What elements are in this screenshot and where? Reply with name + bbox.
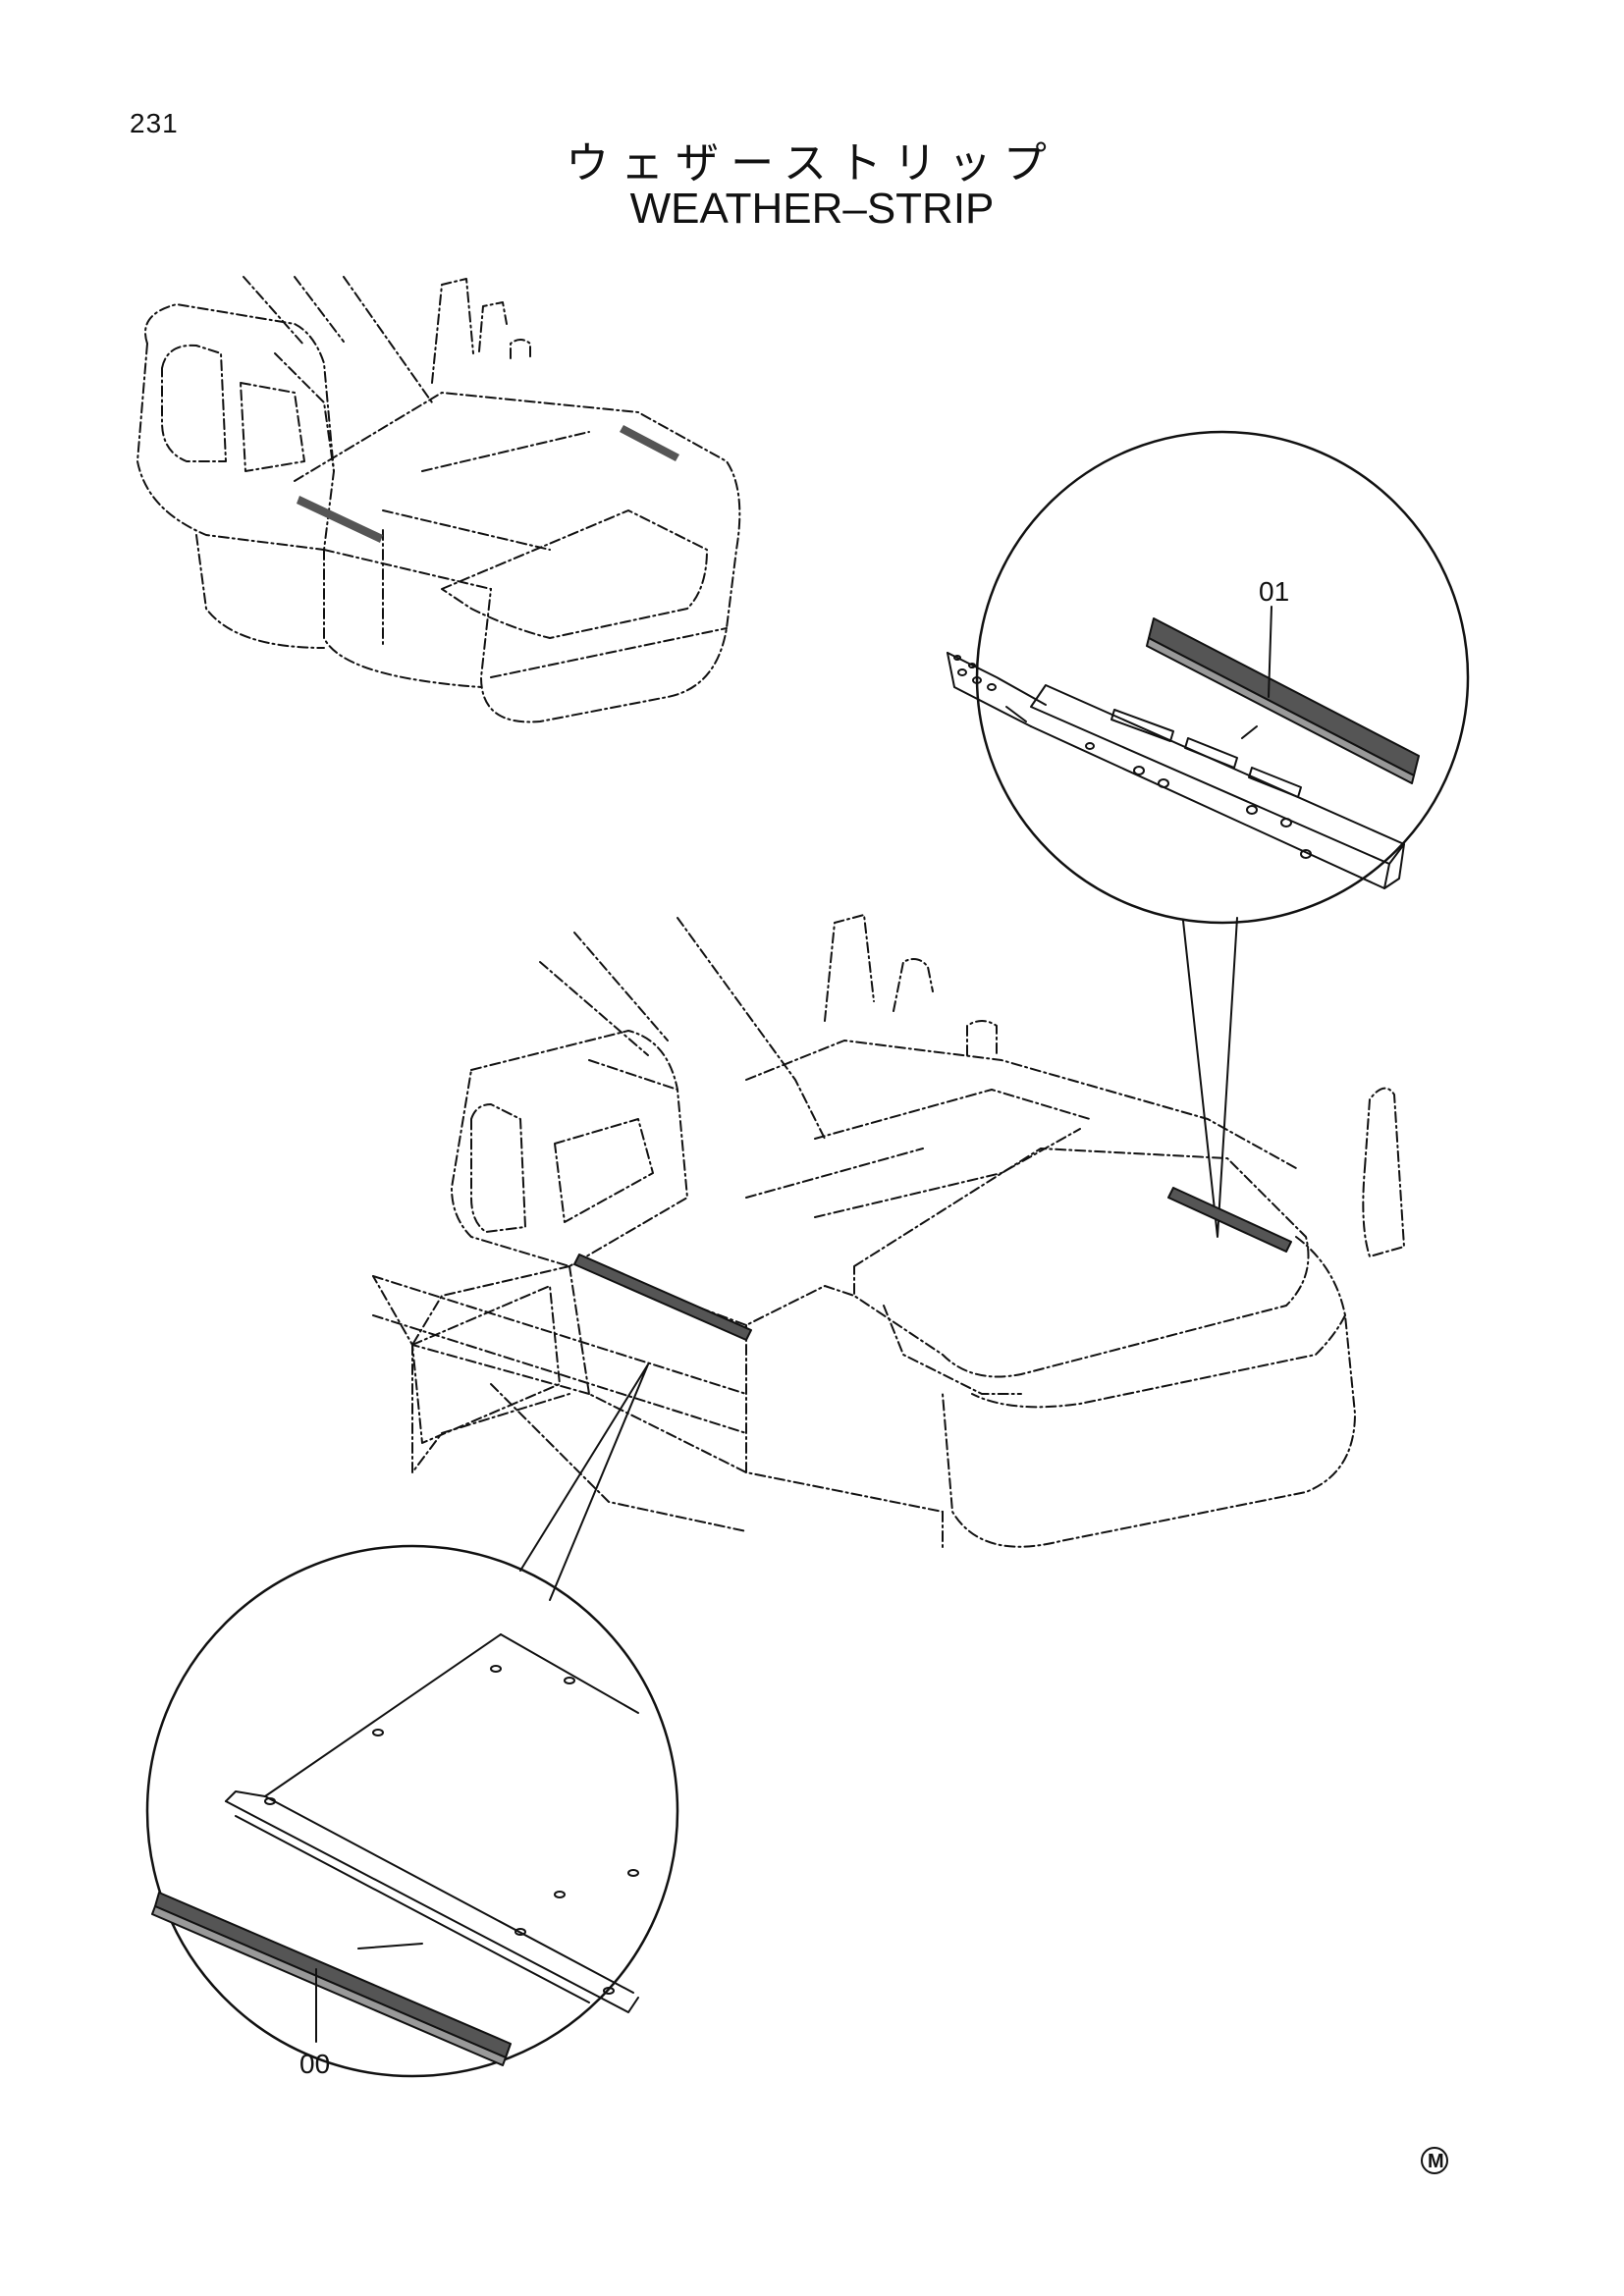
leader-01-plate	[1241, 725, 1258, 739]
leader-lower	[519, 1363, 649, 1601]
callout-00: 00	[299, 2049, 330, 2079]
overview-strip-rear	[620, 425, 679, 461]
main-machine	[372, 914, 1405, 1552]
main-strip-front	[573, 1254, 752, 1341]
strip-00	[151, 1892, 512, 2066]
overview-machine	[136, 276, 741, 723]
callout-01: 01	[1259, 576, 1289, 607]
title-english: WEATHER–STRIP	[629, 185, 995, 233]
title-japanese: ウェザーストリップ	[566, 138, 1058, 188]
strip-01	[1146, 617, 1420, 784]
overview-strip-front	[297, 496, 383, 543]
upper-detail-plate	[947, 652, 1405, 889]
page-number: 231	[130, 108, 179, 138]
leader-00-plate	[357, 1943, 423, 1949]
circled-m-mark: M	[1421, 2147, 1448, 2174]
leader-01	[1268, 606, 1272, 698]
leader-upper	[1182, 917, 1238, 1238]
lower-detail-plate	[225, 1633, 639, 2013]
detail-circle-lower	[145, 1544, 679, 2078]
mark-letter: M	[1428, 2151, 1444, 2172]
main-strip-rear	[1167, 1187, 1292, 1253]
